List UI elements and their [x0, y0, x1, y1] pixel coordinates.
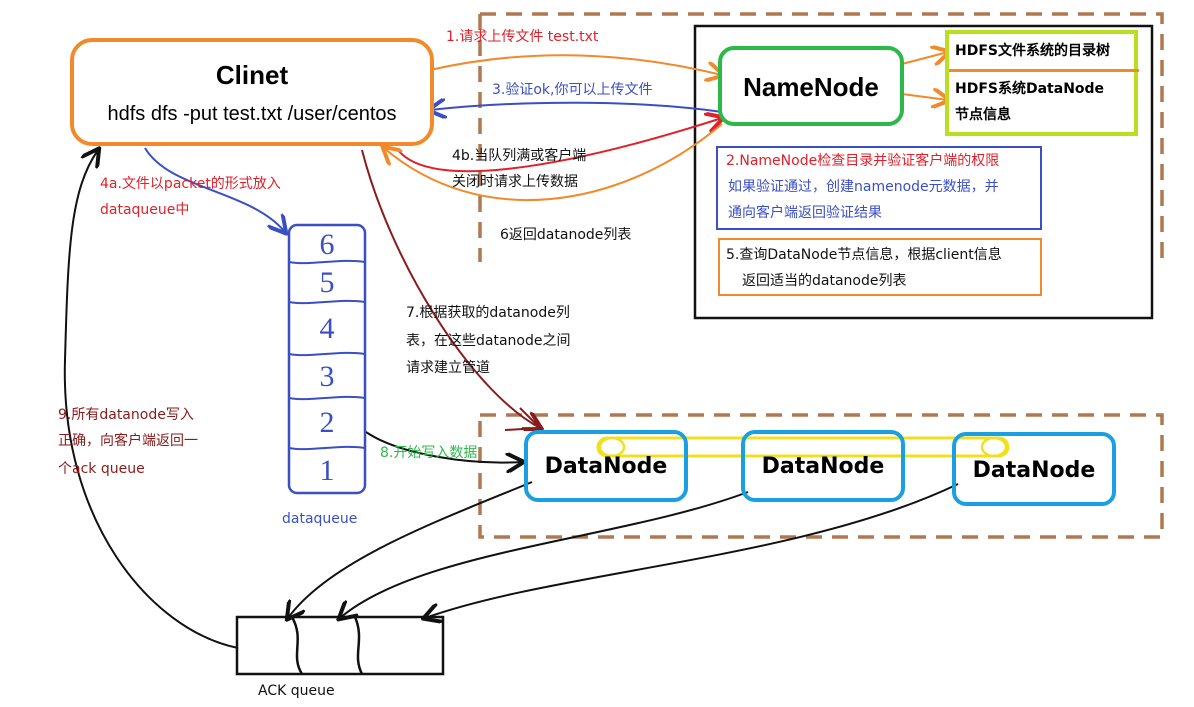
datanode-info-line2: 节点信息 [955, 107, 1011, 123]
datanode-3: DataNode [952, 432, 1116, 506]
client-command: hdfs dfs -put test.txt /user/centos [107, 103, 397, 125]
datanode-1-title: DataNode [544, 454, 668, 479]
dataqueue-slot-2: 2 [319, 406, 335, 439]
ack-queue-box [235, 615, 445, 676]
namenode-region-border [480, 12, 1164, 262]
dataqueue-box [287, 223, 367, 495]
step5-line2: 返回适当的datanode列表 [742, 273, 907, 289]
arrow-nn-dninfo [901, 94, 948, 100]
hdfs-info-box: HDFS文件系统的目录树 HDFS系统DataNode 节点信息 [945, 30, 1139, 136]
arrow-nn-dirtree [901, 52, 948, 64]
step9-line2: 正确，向客户端返回一 [58, 433, 198, 449]
step8-label: 8.开始写入数据 [380, 445, 478, 461]
step2-body-1: 如果验证通过，创建namenode元数据，并 [728, 179, 999, 195]
arrow-step4b [397, 118, 722, 173]
step7-line1: 7.根据获取的datanode列 [406, 305, 570, 321]
pipeline [596, 436, 1010, 458]
step2-note: 2.NameNode检查目录并验证客户端的权限 如果验证通过，创建namenod… [716, 146, 1042, 230]
arrow-step6 [384, 123, 723, 202]
step5-line1: 5.查询DataNode节点信息，根据client信息 [726, 247, 1002, 263]
arrow-dn1-ack [288, 481, 533, 618]
step3-label: 3.验证ok,你可以上传文件 [492, 82, 653, 98]
ack-queue-label: ACK queue [258, 683, 335, 699]
step4b-line1: 4b.当队列满或客户端 [452, 148, 587, 164]
arrow-dn2-ack [340, 491, 749, 618]
dir-tree-underline [949, 69, 1139, 72]
step6-label: 6返回datanode列表 [500, 227, 632, 243]
step7-line2: 表，在这些datanode之间 [406, 333, 571, 349]
step4a-line1: 4a.文件以packet的形式放入 [100, 176, 281, 192]
arrow-step8 [365, 431, 522, 463]
step2-heading: 2.NameNode检查目录并验证客户端的权限 [726, 153, 1000, 169]
step5-note: 5.查询DataNode节点信息，根据client信息 返回适当的datanod… [718, 238, 1042, 296]
arrow-dn3-ack [425, 483, 959, 618]
datanode-3-title: DataNode [972, 458, 1096, 483]
namenode-title: NameNode [743, 72, 879, 102]
dataqueue-slot-1: 1 [319, 454, 335, 487]
step9-line3: 个ack queue [58, 461, 145, 477]
datanode-2-title: DataNode [761, 454, 885, 479]
datanode-1: DataNode [524, 430, 688, 502]
step7-line3: 请求建立管道 [406, 360, 490, 376]
dataqueue-label: dataqueue [282, 511, 358, 527]
datanode-info-line1: HDFS系统DataNode [955, 81, 1105, 97]
arrow-step4a [144, 147, 285, 232]
dataqueue-slot-3: 3 [319, 360, 335, 393]
dataqueue-slot-6: 6 [319, 228, 335, 261]
namenode-box: NameNode [718, 46, 904, 126]
step2-body-2: 通向客户端返回验证结果 [728, 205, 882, 221]
arrow-step7 [361, 149, 540, 428]
dataqueue-slot-4: 4 [319, 312, 335, 345]
arrow-step3 [430, 103, 723, 112]
dir-tree-label: HDFS文件系统的目录树 [955, 43, 1110, 59]
arrow-step1 [429, 54, 722, 75]
step4b-line2: 关闭时请求上传数据 [452, 174, 578, 190]
datanode-2: DataNode [741, 430, 905, 502]
step1-label: 1.请求上传文件 test.txt [446, 29, 599, 45]
client-title: Clinet [215, 60, 289, 90]
datanode-region-border [478, 413, 1164, 539]
client-box: Clinet hdfs dfs -put test.txt /user/cent… [70, 38, 434, 146]
arrow-step9 [63, 150, 239, 649]
step9-line1: 9.所有datanode写入 [58, 407, 194, 423]
dataqueue-slot-5: 5 [319, 266, 335, 299]
step4a-line2: dataqueue中 [100, 202, 190, 218]
